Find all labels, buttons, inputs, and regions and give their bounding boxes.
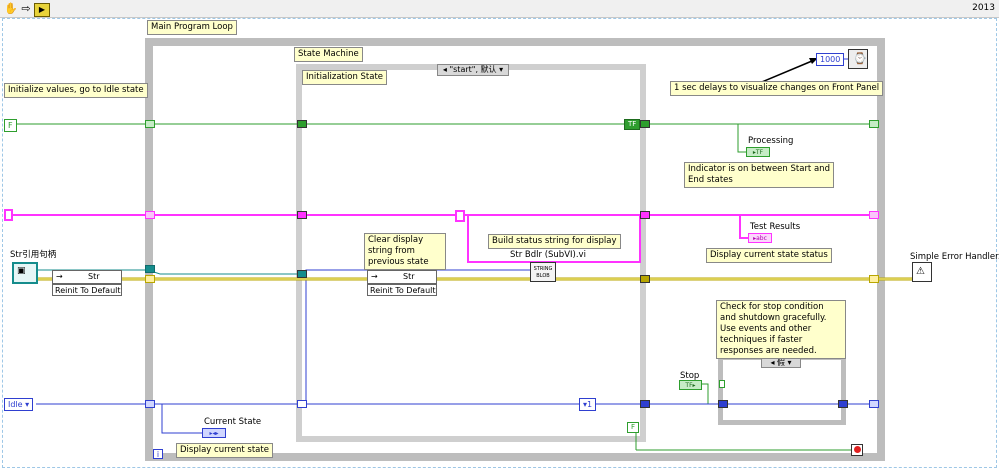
refnum-tunnel[interactable] bbox=[145, 265, 155, 273]
simple-error-handler[interactable]: ⚠ bbox=[912, 262, 932, 282]
wait-ms-constant[interactable]: 1000 bbox=[816, 53, 845, 66]
error-handler-label: Simple Error Handler.vi bbox=[910, 252, 999, 262]
version-label: 2013 bbox=[972, 3, 995, 13]
property-arrow-icon-right: → bbox=[371, 272, 378, 281]
hand-tool-icon[interactable]: ✋ bbox=[4, 2, 18, 15]
clear-display-label: Clear display string from previous state bbox=[364, 233, 446, 270]
string-shift-register-right[interactable] bbox=[869, 211, 879, 219]
case-string-tunnel-out[interactable] bbox=[640, 211, 650, 219]
stop-case-prev-icon[interactable]: ◂ bbox=[770, 358, 775, 367]
stop-wire[interactable] bbox=[702, 383, 709, 404]
error-shift-register-left[interactable] bbox=[145, 275, 155, 283]
str-ref-label: Str引用句柄 bbox=[10, 250, 57, 260]
string-constant-case[interactable] bbox=[455, 210, 465, 222]
str-bdlr-label: Str Bdlr (SubVI).vi bbox=[510, 250, 586, 260]
str-property-node-right[interactable]: → Str bbox=[367, 270, 437, 284]
build-status-label: Build status string for display bbox=[488, 234, 621, 249]
stop-button-terminal[interactable]: TF▸ bbox=[679, 380, 702, 390]
delay-note: 1 sec delays to visualize changes on Fro… bbox=[670, 81, 884, 96]
boolean-shift-register-left[interactable] bbox=[145, 120, 155, 128]
diagram-toolbar: ✋ ⇨ ▶ 2013 bbox=[0, 0, 999, 18]
str-right-label: Str bbox=[403, 272, 415, 281]
empty-string-constant[interactable] bbox=[4, 209, 13, 221]
false-constant-left[interactable]: F bbox=[4, 119, 17, 132]
enum-shift-register-right[interactable] bbox=[869, 400, 879, 408]
stop-label: Stop bbox=[680, 371, 700, 381]
delay-arrow bbox=[756, 60, 813, 85]
test-results-indicator[interactable]: ▸abc bbox=[748, 233, 772, 243]
property-arrow-icon: → bbox=[56, 272, 63, 281]
wait-ms-function[interactable]: ⌚ bbox=[848, 49, 868, 69]
current-state-wire[interactable] bbox=[161, 404, 202, 434]
case-selector-terminal[interactable] bbox=[297, 400, 307, 408]
error-handler-icon: ⚠ bbox=[916, 266, 925, 277]
test-results-wire[interactable] bbox=[739, 215, 748, 239]
case-boolean-tunnel-in[interactable] bbox=[297, 120, 307, 128]
loop-condition-terminal[interactable] bbox=[851, 444, 863, 456]
stop-case-next-icon[interactable]: ▾ bbox=[787, 358, 792, 367]
case-error-tunnel-out[interactable] bbox=[640, 275, 650, 283]
processing-wire[interactable] bbox=[737, 124, 746, 153]
arrow-tool-icon[interactable]: ⇨ bbox=[21, 2, 31, 15]
stop-case-tunnel-out[interactable] bbox=[838, 400, 848, 408]
idle-enum-value: Idle bbox=[8, 400, 23, 409]
initialize-label: Initialize values, go to Idle state bbox=[4, 83, 148, 98]
enum-next-icon: ▾ bbox=[583, 400, 588, 409]
enum-one-value: 1 bbox=[587, 400, 593, 409]
stop-check-label: Check for stop condition and shutdown gr… bbox=[716, 300, 846, 359]
str-left-label: Str bbox=[88, 272, 100, 281]
processing-label: Processing bbox=[748, 136, 794, 146]
block-diagram-canvas bbox=[2, 18, 997, 468]
current-state-indicator[interactable]: ▸◂▸ bbox=[202, 428, 226, 438]
false-constant-case[interactable]: F bbox=[627, 422, 640, 433]
enum-dropdown-icon: ▾ bbox=[25, 400, 30, 409]
iteration-terminal[interactable]: i bbox=[153, 449, 163, 459]
display-current-label: Display current state bbox=[176, 443, 273, 458]
status-string-wire[interactable] bbox=[465, 214, 641, 263]
case-prev-icon[interactable]: ◂ bbox=[442, 65, 447, 74]
stop-case-tunnel-in[interactable] bbox=[718, 400, 728, 408]
case-string-tunnel-in[interactable] bbox=[297, 211, 307, 219]
delay-arrow-head bbox=[809, 58, 818, 64]
reinit-default-left[interactable]: Reinit To Default bbox=[52, 284, 122, 296]
refnum-icon: ▣ bbox=[17, 266, 26, 276]
run-arrow-icon[interactable]: ▶ bbox=[34, 3, 50, 17]
indicator-note: Indicator is on between Start and End st… bbox=[684, 162, 834, 188]
case-enum-tunnel-out[interactable] bbox=[640, 400, 650, 408]
reinit-default-right[interactable]: Reinit To Default bbox=[367, 284, 437, 296]
main-loop-label: Main Program Loop bbox=[147, 20, 237, 35]
processing-indicator[interactable]: ▸TF bbox=[746, 147, 770, 157]
display-status-label: Display current state status bbox=[706, 248, 832, 263]
stop-case-selector-terminal[interactable] bbox=[719, 380, 725, 388]
case-selector-value: "start", 默认 bbox=[449, 65, 497, 74]
idle-enum-constant[interactable]: Idle ▾ bbox=[4, 398, 34, 411]
case-refnum-tunnel-in[interactable] bbox=[297, 270, 307, 278]
str-property-node-left[interactable]: → Str bbox=[52, 270, 122, 284]
case-boolean-tunnel-out[interactable] bbox=[640, 120, 650, 128]
stop-case-value: 假 bbox=[777, 358, 785, 367]
boolean-shift-register-right[interactable] bbox=[869, 120, 879, 128]
true-constant-case[interactable]: TF bbox=[624, 119, 641, 130]
enum-one-constant[interactable]: ▾1 bbox=[579, 398, 597, 411]
str-refnum-terminal[interactable]: ▣ bbox=[12, 262, 38, 284]
current-state-label: Current State bbox=[204, 417, 262, 427]
error-shift-register-right[interactable] bbox=[869, 275, 879, 283]
initialization-state-label: Initialization State bbox=[302, 70, 388, 85]
enum-shift-register-left[interactable] bbox=[145, 400, 155, 408]
stop-if-true-icon bbox=[854, 446, 861, 453]
watch-icon: ⌚ bbox=[853, 52, 867, 65]
state-machine-label: State Machine bbox=[294, 47, 363, 62]
test-results-label: Test Results bbox=[750, 222, 801, 232]
case-next-icon[interactable]: ▾ bbox=[499, 65, 504, 74]
string-shift-register-left[interactable] bbox=[145, 211, 155, 219]
case-selector[interactable]: ◂ "start", 默认 ▾ bbox=[437, 64, 509, 76]
str-bdlr-subvi[interactable]: STRING BLOB bbox=[530, 262, 556, 282]
